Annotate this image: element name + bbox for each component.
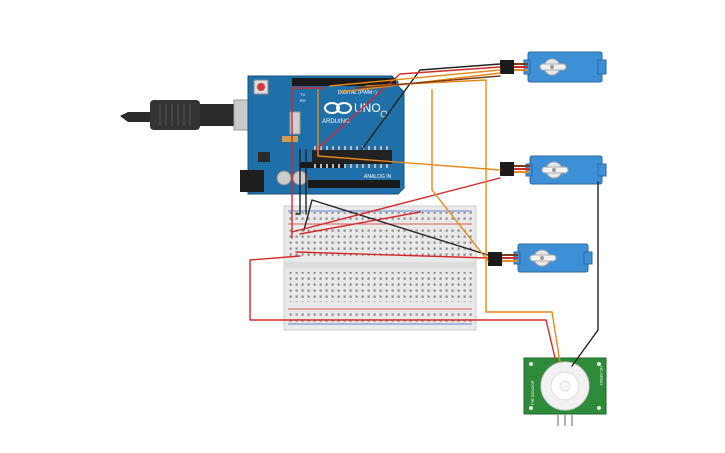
- pir-left-label: PIR SENSOR: [530, 380, 535, 405]
- wire-orange-servo1: [329, 69, 501, 87]
- servo-motor-3: [488, 243, 593, 273]
- arduino-logo-icon: [324, 102, 352, 114]
- wire-black-servo1: [359, 63, 501, 153]
- pir-sensor: PIR SENSOR HC-SR501: [523, 357, 607, 426]
- wire-black-gnd-1: [295, 149, 301, 215]
- wire-orange-servo2: [317, 89, 501, 171]
- digital-header-label: DIGITAL (PWM~): [338, 90, 377, 96]
- pir-right-label: HC-SR501: [599, 366, 604, 386]
- wire-brown-servo: [355, 75, 501, 89]
- breadboard: [283, 205, 477, 331]
- wire-orange-pir: [365, 79, 561, 363]
- wire-black-pir: [571, 181, 599, 367]
- arduino-brand-label: ARDUINO: [322, 119, 350, 125]
- servo-motor-2: [500, 155, 607, 185]
- wire-red-5v: [291, 87, 325, 239]
- arduino-board: UNO ARDUINO DIGITAL (PWM~) ANALOG IN TX …: [240, 75, 405, 195]
- usb-cable: [120, 99, 257, 131]
- wire-orange-servo3: [431, 89, 489, 262]
- wire-red-servo2: [291, 177, 501, 233]
- wire-red-breadboard: [299, 211, 421, 235]
- tx-label: TX: [300, 92, 305, 97]
- wire-red-pir: [249, 255, 557, 363]
- wire-red-servo3: [295, 251, 489, 259]
- wire-red-servo1: [315, 66, 501, 151]
- wire-black-servo3: [303, 199, 489, 256]
- analog-header-label: ANALOG IN: [364, 174, 392, 180]
- servo-motor-1: [500, 51, 607, 83]
- rx-label: RX: [300, 98, 306, 103]
- arduino-model-label: UNO: [354, 101, 381, 115]
